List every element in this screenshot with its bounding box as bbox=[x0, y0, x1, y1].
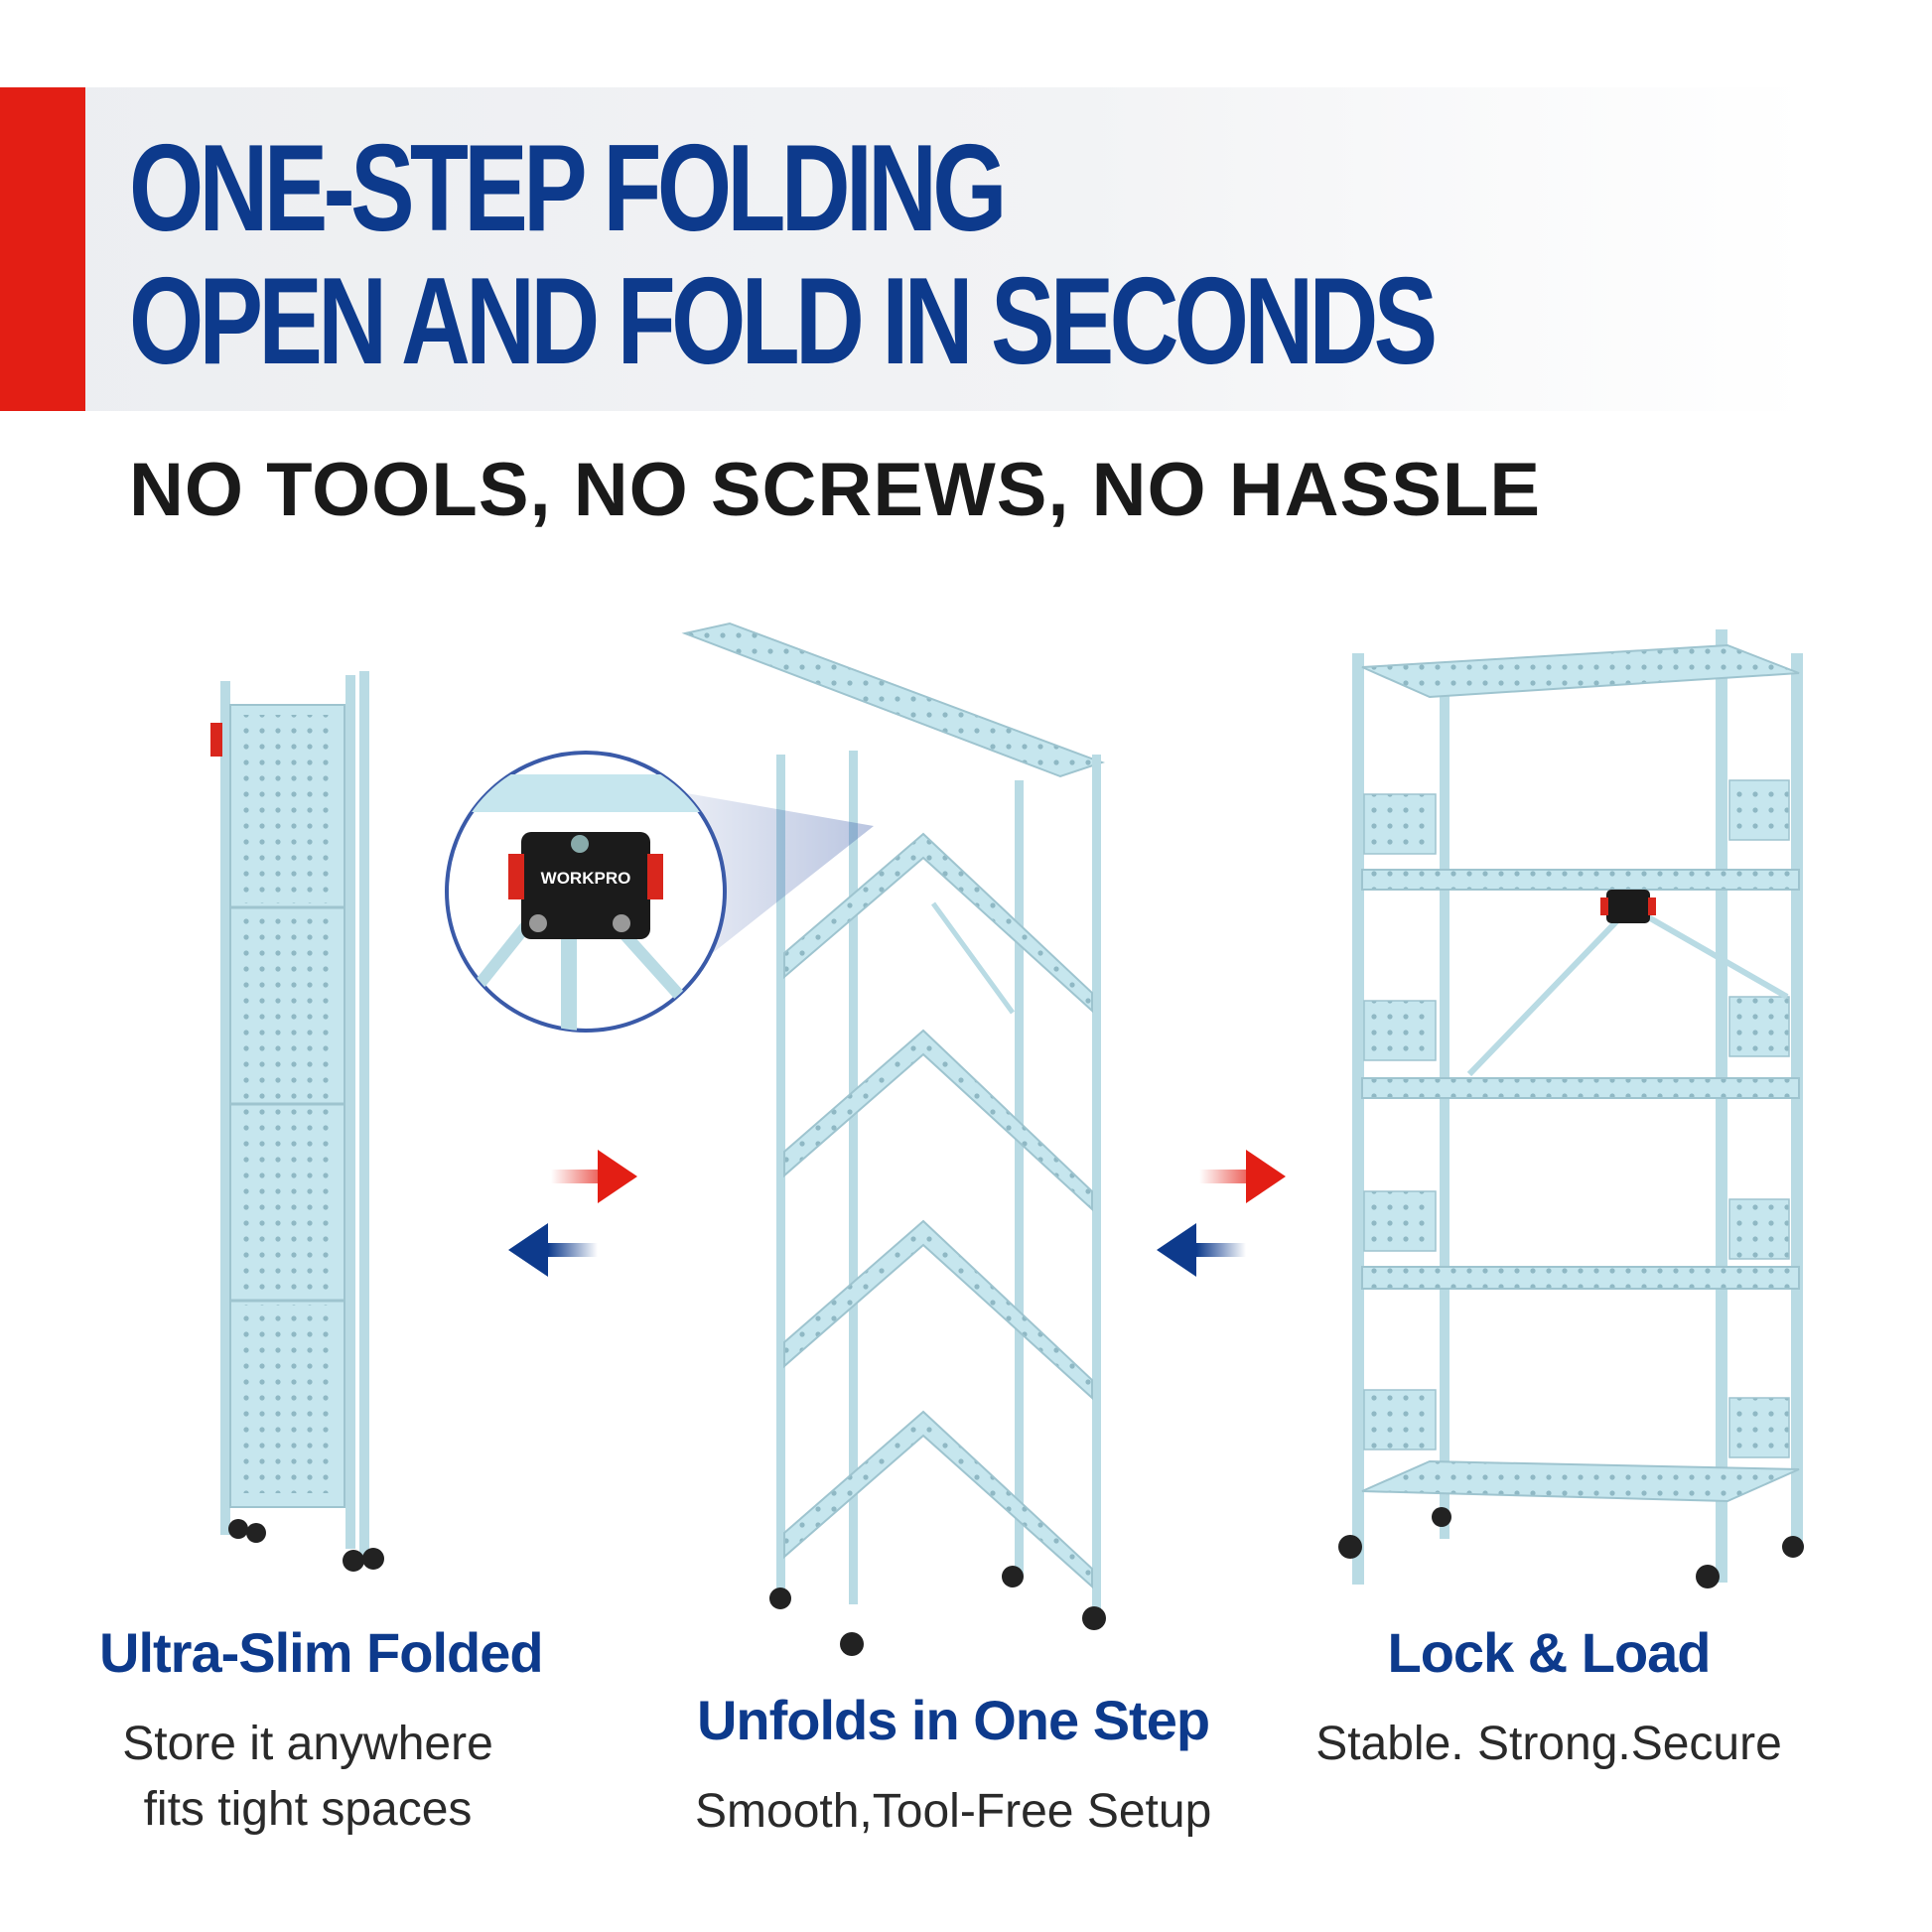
accent-bar bbox=[0, 87, 85, 411]
headline-line-1: ONE-STEP FOLDING bbox=[129, 120, 1008, 257]
hinge-zoom-callout: WORKPRO bbox=[445, 751, 874, 1033]
header-banner bbox=[0, 87, 1807, 411]
caption-folded-line-2: fits tight spaces bbox=[143, 1783, 473, 1836]
caption-folded-title: Ultra-Slim Folded bbox=[99, 1621, 544, 1684]
unfolding-shelf bbox=[681, 621, 1106, 1656]
headline-line-2: OPEN AND FOLD IN SECONDS bbox=[129, 253, 1438, 390]
folded-shelf bbox=[210, 671, 384, 1572]
fold-arrows-left bbox=[508, 1150, 637, 1277]
caption-lock-title: Lock & Load bbox=[1387, 1621, 1711, 1684]
fold-arrows-right bbox=[1157, 1150, 1286, 1277]
caption-lock-line-1: Stable. Strong.Secure bbox=[1315, 1718, 1782, 1770]
product-illustration: WORKPRO bbox=[210, 621, 1804, 1656]
caption-folded-line-1: Store it anywhere bbox=[122, 1718, 493, 1770]
caption-unfold-title: Unfolds in One Step bbox=[696, 1689, 1210, 1751]
workpro-logo: WORKPRO bbox=[541, 869, 631, 888]
subheadline: NO TOOLS, NO SCREWS, NO HASSLE bbox=[129, 448, 1542, 532]
caption-unfold-line-1: Smooth,Tool-Free Setup bbox=[695, 1785, 1212, 1838]
assembled-shelf bbox=[1338, 629, 1804, 1588]
